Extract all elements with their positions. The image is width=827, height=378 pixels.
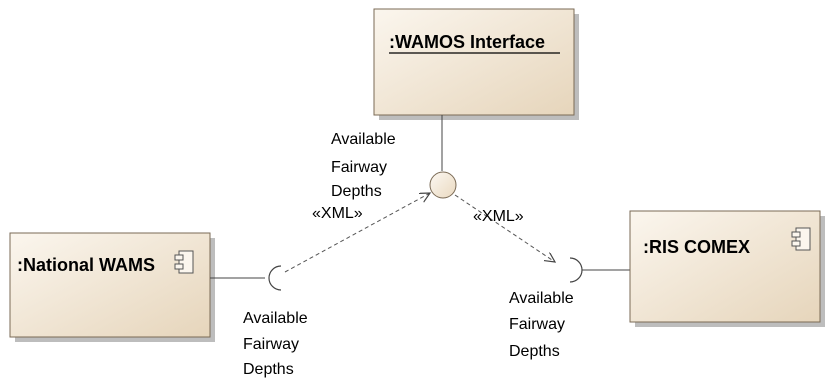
component-title: :WAMOS Interface <box>389 32 545 52</box>
component-title: :National WAMS <box>17 255 155 275</box>
dependency-right[interactable] <box>454 194 555 262</box>
dependency-right-stereotype: «XML» <box>473 208 524 225</box>
component-national-wams[interactable]: :National WAMS <box>9 232 215 342</box>
label-line-1: Available <box>509 290 574 307</box>
required-interface-left-label: Available Fairway Depths <box>243 310 308 378</box>
component-icon <box>174 250 194 274</box>
component-wamos-interface[interactable]: :WAMOS Interface <box>373 8 579 120</box>
required-interface-right-label: Available Fairway Depths <box>509 290 574 360</box>
dependency-left-stereotype: «XML» <box>312 205 363 222</box>
label-line-2: Fairway <box>243 336 299 353</box>
required-interface-left-socket[interactable] <box>268 265 282 291</box>
label-line-3: Depths <box>331 183 382 200</box>
provided-interface-label: Available Fairway Depths <box>331 131 396 200</box>
label-line-1: Available <box>243 310 308 327</box>
component-title: :RIS COMEX <box>643 237 750 257</box>
label-line-3: Depths <box>243 361 294 378</box>
label-line-2: Fairway <box>331 159 387 176</box>
label-line-2: Fairway <box>509 316 565 333</box>
component-icon <box>791 227 811 251</box>
required-interface-right-socket[interactable] <box>569 257 583 283</box>
component-ris-comex[interactable]: :RIS COMEX <box>629 210 825 327</box>
provided-interface-ball[interactable] <box>429 171 457 199</box>
label-line-3: Depths <box>509 343 560 360</box>
label-line-1: Available <box>331 131 396 148</box>
